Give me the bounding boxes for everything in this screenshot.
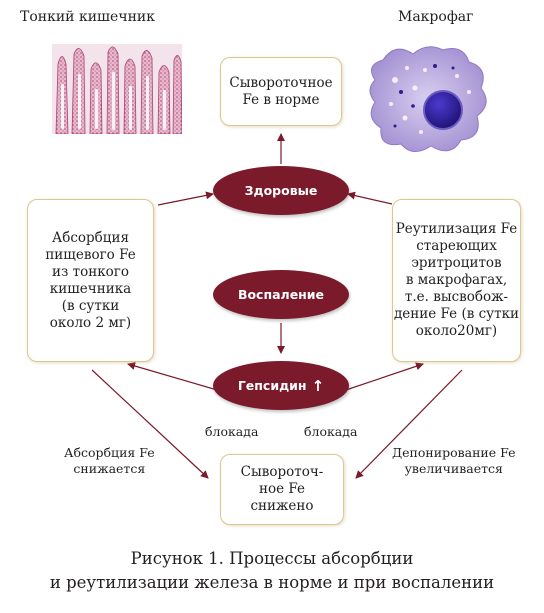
arrow-reutilization-to-serum-low [355,369,463,479]
absorption-reduced-note: Абсорбция Fe снижается [64,445,155,476]
blockade-right-note: блокада [304,424,358,439]
absorption-box: Абсорбция пищевого Fe из тонкого кишечни… [27,199,154,362]
hepcidin-oval: Гепсидин ↑ [213,361,349,410]
reutilization-box: Реутилизация Fe стареющих эритроцитов в … [392,199,521,362]
arrow-hepcidin-block-left [127,362,225,393]
deposition-increased-note: Депонирование Fe увеличивается [392,445,516,476]
inflammation-label: Воспаление [237,287,325,302]
blockade-left-note: блокада [205,424,259,439]
intestine-label: Тонкий кишечник [20,9,156,25]
hepcidin-label: Гепсидин [237,378,307,393]
inflammation-oval: Воспаление [213,270,349,319]
macrophage-label: Макрофаг [398,9,474,25]
figure-caption-line2: и реутилизации железа в норме и при восп… [49,573,495,592]
serum-iron-normal-box: Сывороточное Fe в норме [220,57,342,126]
healthy-oval: Здоровые [213,166,349,215]
macrophage-cell-image [369,46,487,152]
healthy-label: Здоровые [244,183,318,198]
arrow-absorption-to-serum-low [91,369,209,479]
serum-iron-low-box: Сывороточ- ное Fe снижено [220,454,344,525]
arrow-up-icon: ↑ [311,376,325,395]
arrow-hepcidin-block-right [339,362,424,393]
intestine-histology-image [52,44,182,134]
arrow-absorption-to-healthy [157,191,214,206]
arrow-reutilization-to-healthy [347,191,393,205]
figure-caption-line1: Рисунок 1. Процессы абсорбции [130,549,414,568]
